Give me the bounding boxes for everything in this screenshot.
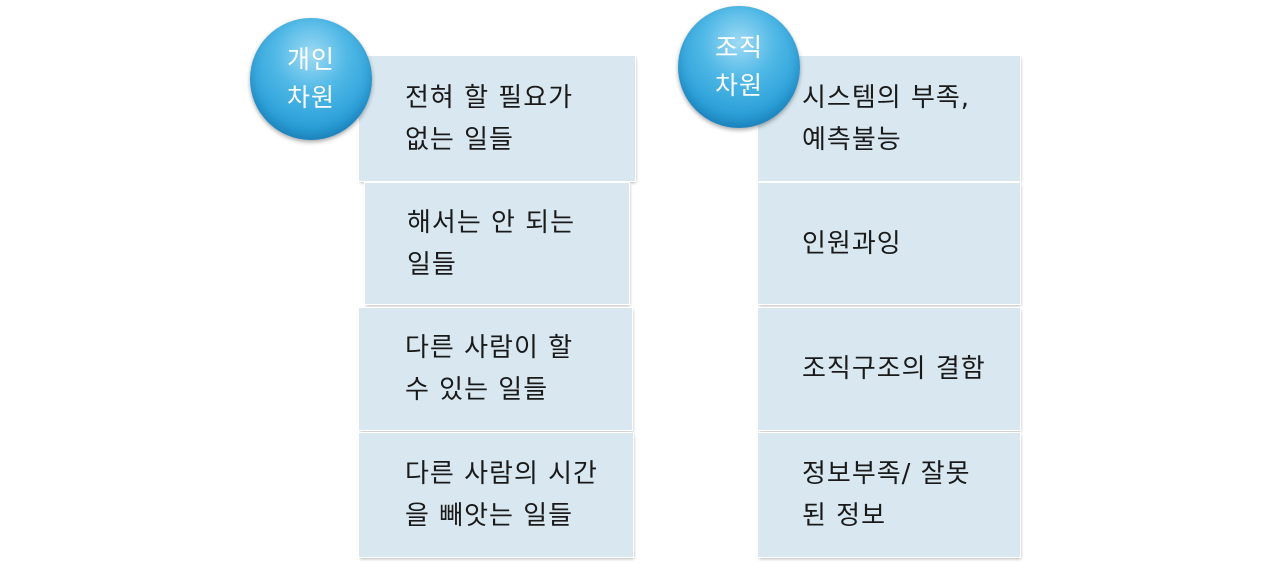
organization-item-3-text: 조직구조의 결함 [802,354,986,384]
organization-dimension-badge: 조직 차원 [678,6,800,128]
individual-item-2: 해서는 안 되는 일들 [365,183,629,304]
individual-item-3-text: 다른 사람이 할 수 있는 일들 [405,333,574,405]
organization-item-1-text: 시스템의 부족, 예측불능 [802,82,971,155]
organization-item-4: 정보부족/ 잘못 된 정보 [758,433,1020,557]
individual-dimension-badge-label: 개인 차원 [286,45,335,112]
individual-item-3: 다른 사람이 할 수 있는 일들 [359,308,632,430]
individual-item-4-text: 다른 사람의 시간 을 빼앗는 일들 [405,459,598,531]
organization-item-1: 시스템의 부족, 예측불능 [758,56,1020,181]
organization-item-2: 인원과잉 [758,183,1020,304]
individual-dimension-badge: 개인 차원 [250,18,372,140]
individual-item-1: 전혀 할 필요가 없는 일들 [359,56,635,181]
organization-item-4-text: 정보부족/ 잘못 된 정보 [802,459,971,531]
organization-item-2-text: 인원과잉 [802,228,902,259]
individual-item-4: 다른 사람의 시간 을 빼앗는 일들 [359,433,633,557]
individual-item-1-text: 전혀 할 필요가 없는 일들 [405,82,574,155]
organization-item-3: 조직구조의 결함 [758,308,1020,430]
organization-dimension-badge-label: 조직 차원 [714,33,763,100]
individual-item-2-text: 해서는 안 되는 일들 [407,207,576,280]
